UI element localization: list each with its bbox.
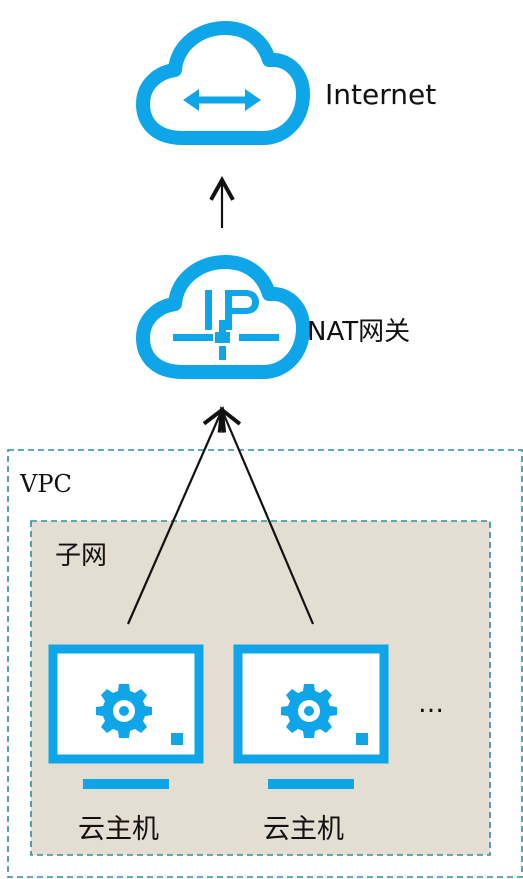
arrow-host1-to-nat — [126, 406, 227, 625]
host-monitor-icon — [233, 644, 389, 789]
host-monitor-icon — [48, 644, 204, 789]
internet-label: Internet — [325, 78, 436, 111]
vpc-label: VPC — [19, 470, 72, 498]
nat-gateway-cloud-icon — [143, 262, 303, 372]
ip-icon — [173, 290, 279, 360]
exchange-arrow-icon — [183, 89, 261, 111]
host-label: 云主机 — [263, 814, 344, 845]
nat-gateway-label: NAT网关 — [307, 317, 410, 347]
more-hosts-ellipsis: … — [418, 689, 444, 719]
host-label: 云主机 — [78, 814, 159, 845]
subnet-label: 子网 — [55, 541, 107, 571]
arrow-host2-to-nat — [217, 406, 315, 625]
internet-cloud-icon — [143, 28, 303, 138]
